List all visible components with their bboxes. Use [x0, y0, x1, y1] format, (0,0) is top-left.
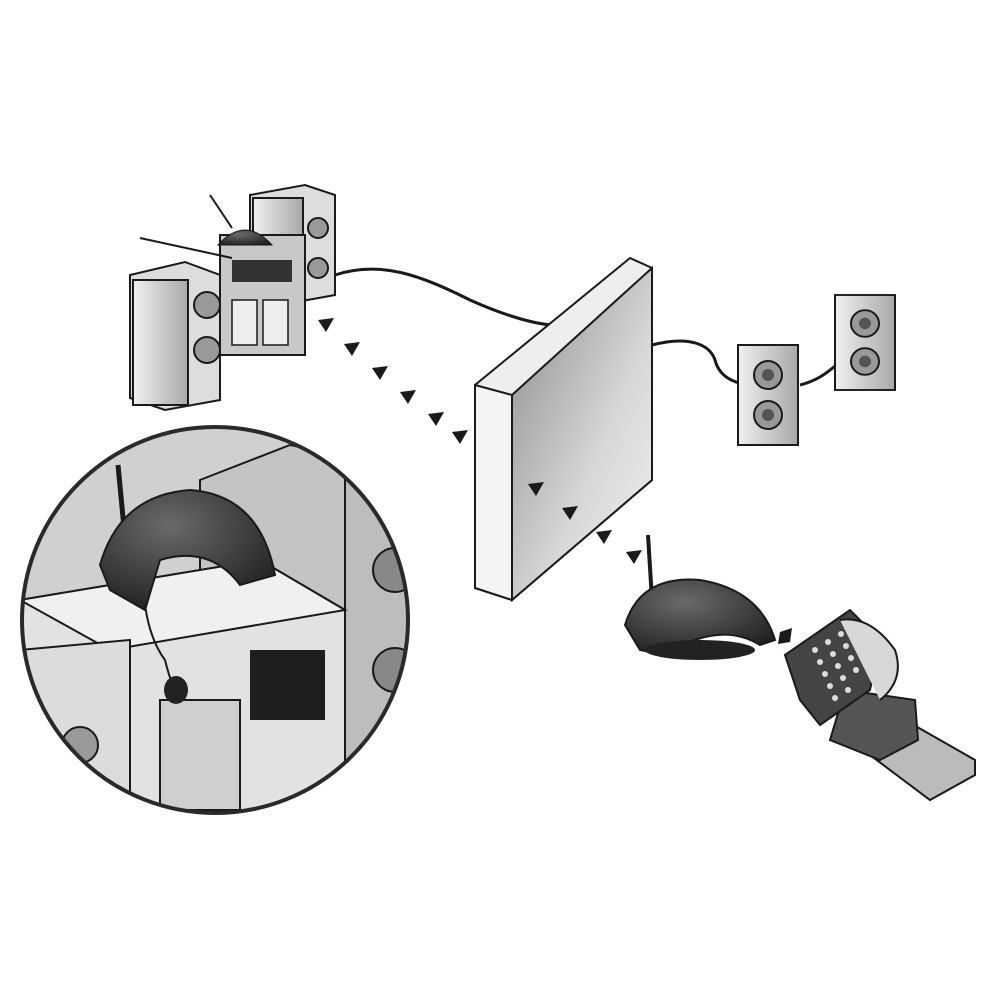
signal-arrows-icon — [318, 318, 792, 644]
stereo-system-icon — [129, 183, 336, 412]
cable-stereo-to-wall — [334, 267, 556, 327]
receiver-icon — [623, 534, 777, 660]
remote-control-hand-icon — [783, 608, 976, 802]
remote-speakers-icon — [737, 294, 896, 446]
wall-panel-icon — [474, 256, 653, 603]
magnified-detail-icon — [20, 425, 410, 815]
